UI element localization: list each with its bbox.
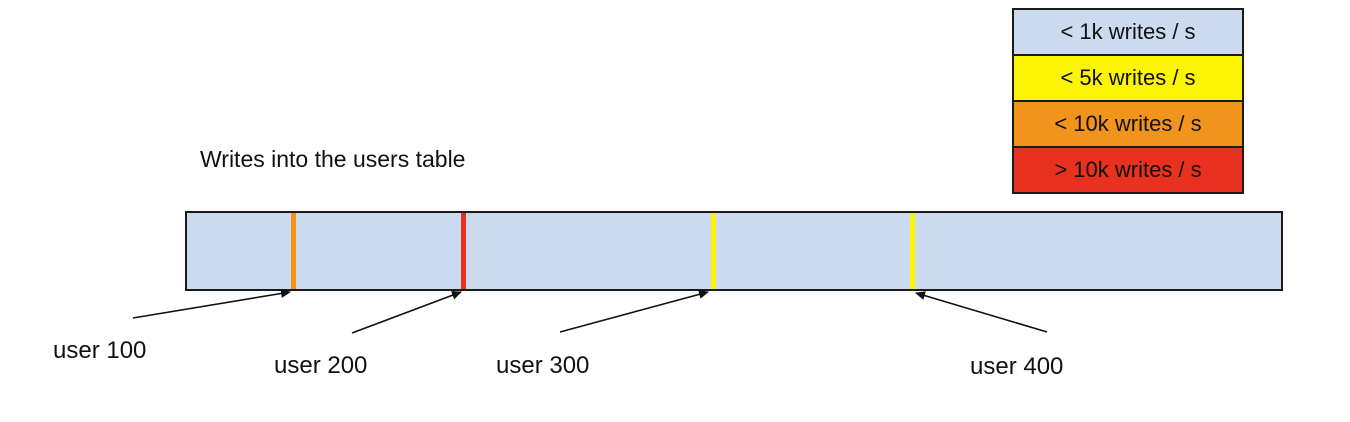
legend-item-lt-1k-writes: < 1k writes / s bbox=[1014, 10, 1242, 56]
arrow-user-200 bbox=[351, 290, 462, 334]
arrow-user-100 bbox=[132, 289, 291, 319]
shard-marker-user-200 bbox=[460, 213, 466, 289]
legend-item-lt-10k-writes: < 10k writes / s bbox=[1014, 102, 1242, 148]
users-table-bar bbox=[185, 211, 1283, 291]
label-user-100: user 100 bbox=[53, 337, 147, 364]
legend-item-lt-5k-writes: < 5k writes / s bbox=[1014, 56, 1242, 102]
label-user-300: user 300 bbox=[496, 352, 590, 379]
legend-item-label: < 5k writes / s bbox=[1060, 65, 1196, 90]
shard-marker-user-300 bbox=[711, 213, 717, 289]
label-user-400: user 400 bbox=[970, 353, 1064, 380]
legend-item-label: > 10k writes / s bbox=[1054, 157, 1202, 182]
arrow-user-400 bbox=[915, 291, 1048, 333]
legend-item-label: < 10k writes / s bbox=[1054, 111, 1202, 136]
label-user-200: user 200 bbox=[274, 352, 368, 379]
arrow-user-300 bbox=[559, 290, 709, 333]
legend-item-label: < 1k writes / s bbox=[1060, 19, 1196, 44]
legend: < 1k writes / s < 5k writes / s < 10k wr… bbox=[1012, 8, 1244, 194]
shard-marker-user-400 bbox=[910, 213, 916, 289]
shard-marker-user-100 bbox=[290, 213, 296, 289]
diagram-title: Writes into the users table bbox=[200, 146, 466, 172]
legend-item-gt-10k-writes: > 10k writes / s bbox=[1014, 148, 1242, 192]
